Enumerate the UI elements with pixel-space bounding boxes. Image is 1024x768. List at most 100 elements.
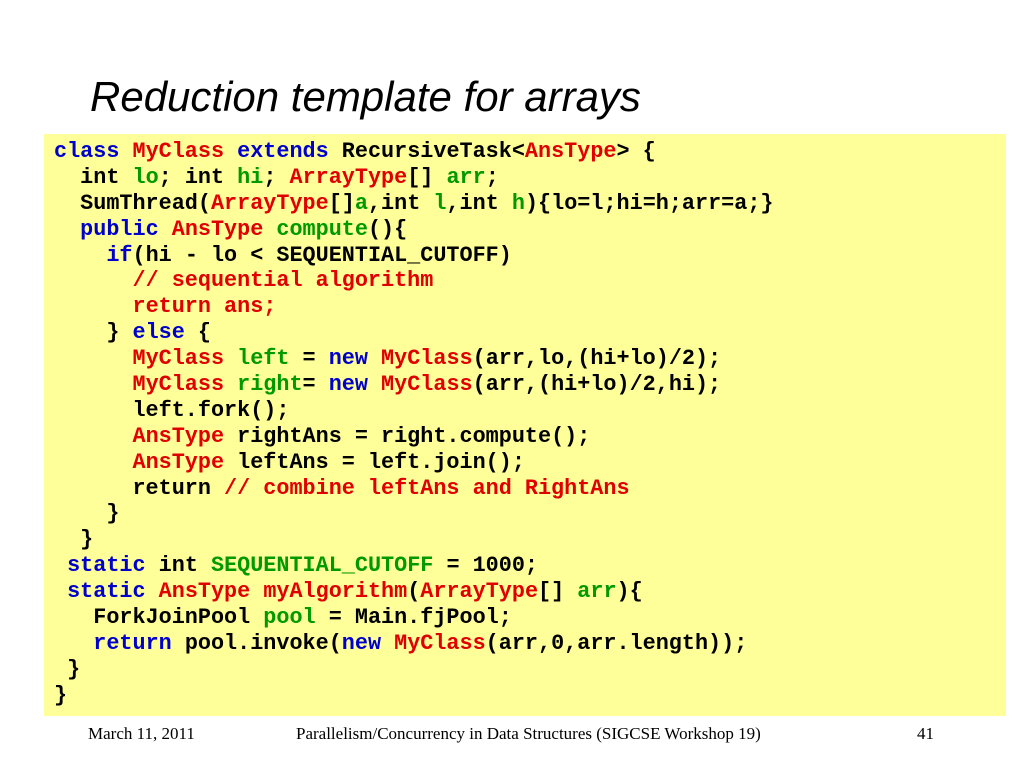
code-token: rightAns = right.compute(); [237, 423, 591, 449]
code-line: } else { [54, 320, 774, 346]
code-token: ; [485, 164, 499, 190]
code-token: MyClass [381, 346, 473, 372]
code-line: MyClass right= new MyClass(arr,(hi+lo)/2… [54, 372, 774, 398]
code-token: right [237, 372, 303, 398]
code-token: } [54, 501, 120, 527]
code-token: RecursiveTask< [341, 139, 525, 164]
code-token: lo [132, 164, 159, 190]
code-line: static AnsType myAlgorithm(ArrayType[] a… [54, 579, 774, 605]
code-token [54, 450, 132, 475]
code-token: arr [446, 164, 486, 190]
code-token: (arr,0,arr.length)); [485, 630, 748, 656]
code-line: int lo; int hi; ArrayType[] arr; [54, 165, 774, 191]
code-line: MyClass left = new MyClass(arr,lo,(hi+lo… [54, 346, 774, 372]
code-token: new [341, 630, 395, 656]
code-token: [] [328, 190, 355, 216]
code-token: (hi - lo < SEQUENTIAL_CUTOFF) [132, 242, 512, 268]
code-token: hi [237, 164, 264, 190]
code-token: > { [616, 139, 656, 164]
code-token: MyClass [132, 372, 238, 398]
code-token: AnsType [158, 579, 264, 605]
code-token: MyClass [132, 139, 238, 164]
code-line: AnsType rightAns = right.compute(); [54, 424, 774, 450]
code-token: } [54, 527, 94, 553]
code-token: = 1000; [433, 553, 539, 579]
code-token: ){ [616, 579, 643, 605]
code-token: a [354, 190, 368, 216]
code-token: static [67, 553, 159, 579]
slide-number: 41 [917, 724, 934, 743]
code-token: // sequential algorithm [132, 268, 434, 294]
code-token: new [328, 346, 382, 372]
code-line: } [54, 683, 774, 709]
code-token: ArrayType [210, 190, 329, 216]
code-token: = [289, 346, 329, 372]
slide-title: Reduction template for arrays [90, 73, 641, 120]
code-token: { [184, 320, 211, 346]
code-line: } [54, 657, 774, 683]
footer-date: March 11, 2011 [88, 724, 195, 743]
code-token [54, 579, 67, 604]
code-token: else [132, 320, 185, 346]
code-token: } [54, 682, 68, 708]
code-token: l [433, 190, 447, 216]
code-token: h [511, 190, 525, 216]
code-token [54, 372, 132, 397]
code-token: AnsType [171, 216, 277, 242]
code-token: AnsType [132, 423, 238, 449]
code-token [54, 553, 67, 578]
code-listing: class MyClass extends RecursiveTask<AnsT… [54, 139, 774, 709]
code-token: left.fork(); [54, 397, 290, 423]
code-line: AnsType leftAns = left.join(); [54, 450, 774, 476]
code-token: (arr,(hi+lo)/2,hi); [472, 372, 722, 398]
code-token: MyClass [394, 630, 486, 656]
code-token: AnsType [524, 139, 617, 164]
code-line: public AnsType compute(){ [54, 217, 774, 243]
code-token: return [54, 475, 225, 501]
code-token: if [106, 242, 133, 268]
code-token: ArrayType [420, 579, 539, 605]
code-token: ,int [446, 190, 512, 216]
code-token: left [237, 346, 290, 372]
code-token: AnsType [132, 449, 238, 475]
code-token: ; [263, 164, 290, 190]
code-token: SumThread( [54, 190, 211, 216]
code-line: static int SEQUENTIAL_CUTOFF = 1000; [54, 553, 774, 579]
code-token: leftAns = left.join(); [237, 449, 525, 475]
code-token: pool [263, 605, 316, 631]
code-token: static [67, 579, 159, 605]
code-token: compute [276, 216, 368, 242]
code-token: return [93, 630, 185, 656]
code-token [54, 346, 132, 371]
code-line: // sequential algorithm [54, 268, 774, 294]
code-line: return pool.invoke(new MyClass(arr,0,arr… [54, 631, 774, 657]
code-token: ( [407, 579, 421, 605]
code-token [54, 217, 80, 242]
code-line: SumThread(ArrayType[]a,int l,int h){lo=l… [54, 190, 774, 217]
code-token: } [54, 320, 133, 346]
code-line: ForkJoinPool pool = Main.fjPool; [54, 605, 774, 631]
code-token: ){lo=l;hi=h;arr=a;} [524, 190, 774, 216]
code-token: // combine leftAns and RightAns [224, 475, 630, 501]
code-token: ,int [367, 190, 434, 216]
code-token: ForkJoinPool [54, 605, 264, 631]
code-token [54, 294, 132, 319]
code-token [54, 268, 132, 293]
code-token: return ans; [132, 294, 277, 320]
code-token: (){ [367, 216, 408, 242]
code-line: } [54, 527, 774, 553]
code-token: ; int [158, 164, 238, 190]
code-line: return ans; [54, 294, 774, 320]
code-token [54, 631, 93, 656]
code-token: int [54, 164, 133, 190]
code-token: } [54, 656, 81, 682]
code-token: = Main.fjPool; [315, 605, 512, 631]
code-token [54, 243, 106, 268]
code-token: (arr,lo,(hi+lo)/2); [472, 346, 722, 372]
code-token: MyClass [132, 346, 238, 372]
code-token: pool.invoke( [184, 630, 342, 656]
code-token: myAlgorithm [263, 579, 408, 605]
code-token: MyClass [381, 372, 473, 398]
code-token: [] [538, 579, 578, 605]
code-token: ArrayType [289, 164, 408, 190]
